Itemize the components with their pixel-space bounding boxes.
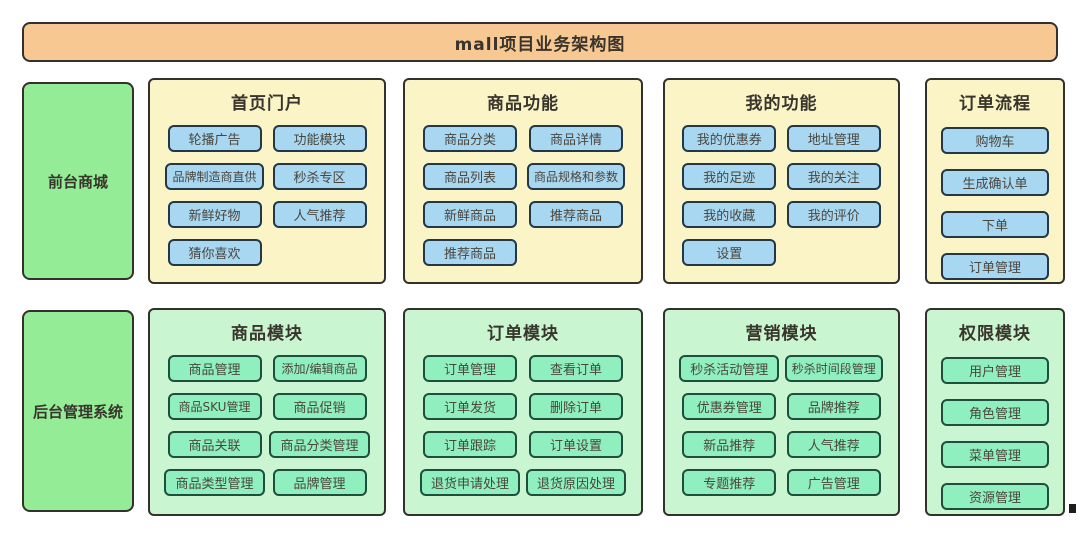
diagram-node: 我的收藏: [682, 201, 777, 228]
diagram-node: 购物车: [941, 127, 1049, 154]
diagram-node: 轮播广告: [167, 125, 262, 152]
diagram-node: 人气推荐: [786, 431, 881, 458]
diagram-title: mall项目业务架构图: [454, 34, 626, 55]
panel-body: 秒杀活动管理秒杀时间段管理优惠券管理品牌推荐新品推荐人气推荐专题推荐广告管理: [665, 344, 898, 496]
diagram-node: 品牌管理: [272, 469, 367, 496]
panel-body: 商品分类商品详情商品列表商品规格和参数新鲜商品推荐商品推荐商品: [405, 114, 641, 266]
diagram-node: 删除订单: [529, 393, 623, 420]
diagram-node: 品牌制造商直供: [165, 163, 264, 190]
diagram-node: 订单管理: [941, 253, 1049, 280]
diagram-node: 商品分类管理: [269, 431, 370, 458]
diagram-node: 推荐商品: [529, 201, 623, 228]
diagram-node: 我的关注: [786, 163, 881, 190]
diagram-node: 订单发货: [423, 393, 517, 420]
diagram-node: 商品规格和参数: [526, 163, 625, 190]
diagram-node: 专题推荐: [682, 469, 777, 496]
image-artifact: [1069, 504, 1076, 513]
diagram-node: 下单: [941, 211, 1049, 238]
panel-home-portal: 首页门户轮播广告功能模块品牌制造商直供秒杀专区新鲜好物人气推荐猜你喜欢: [148, 78, 386, 284]
diagram-title-banner: mall项目业务架构图: [22, 22, 1058, 62]
diagram-node: 资源管理: [941, 483, 1049, 510]
diagram-node: 我的评价: [786, 201, 881, 228]
diagram-node: 添加/编辑商品: [272, 355, 367, 382]
diagram-node: 新鲜商品: [423, 201, 517, 228]
frontend-row: 前台商城 首页门户轮播广告功能模块品牌制造商直供秒杀专区新鲜好物人气推荐猜你喜欢…: [0, 78, 1080, 284]
panel-order-flow: 订单流程购物车生成确认单下单订单管理: [925, 78, 1065, 284]
panel-title: 商品模块: [231, 324, 303, 344]
panel-order-module: 订单模块订单管理查看订单订单发货删除订单订单跟踪订单设置退货申请处理退货原因处理: [403, 308, 643, 516]
panel-permission-module: 权限模块用户管理角色管理菜单管理资源管理: [925, 308, 1065, 516]
row-label-text: 前台商城: [47, 172, 108, 191]
diagram-node: 推荐商品: [423, 239, 517, 266]
diagram-node: 商品管理: [167, 355, 262, 382]
panel-title: 权限模块: [959, 324, 1031, 344]
diagram-node: 退货原因处理: [525, 469, 626, 496]
panel-body: 我的优惠券地址管理我的足迹我的关注我的收藏我的评价设置: [665, 114, 898, 266]
diagram-node: 地址管理: [786, 125, 881, 152]
panel-title: 订单流程: [959, 94, 1031, 114]
diagram-node: 秒杀专区: [272, 163, 367, 190]
panel-body: 商品管理添加/编辑商品商品SKU管理商品促销商品关联商品分类管理商品类型管理品牌…: [150, 344, 384, 496]
diagram-node: 猜你喜欢: [167, 239, 262, 266]
diagram-node: 退货申请处理: [419, 469, 520, 496]
backend-row: 后台管理系统 商品模块商品管理添加/编辑商品商品SKU管理商品促销商品关联商品分…: [0, 308, 1080, 516]
panel-title: 营销模块: [745, 324, 818, 344]
diagram-node: 功能模块: [272, 125, 367, 152]
panel-title: 我的功能: [745, 94, 818, 114]
diagram-node: 查看订单: [529, 355, 623, 382]
diagram-node: 商品列表: [423, 163, 517, 190]
diagram-node: 优惠券管理: [682, 393, 777, 420]
row-label-backend-admin: 后台管理系统: [22, 310, 134, 512]
panel-product-features: 商品功能商品分类商品详情商品列表商品规格和参数新鲜商品推荐商品推荐商品: [403, 78, 643, 284]
diagram-node: 我的足迹: [682, 163, 777, 190]
diagram-node: 商品分类: [423, 125, 517, 152]
panel-product-module: 商品模块商品管理添加/编辑商品商品SKU管理商品促销商品关联商品分类管理商品类型…: [148, 308, 386, 516]
diagram-node: 品牌推荐: [786, 393, 881, 420]
diagram-node: 订单管理: [423, 355, 517, 382]
panel-body: 订单管理查看订单订单发货删除订单订单跟踪订单设置退货申请处理退货原因处理: [405, 344, 641, 496]
panel-title: 商品功能: [487, 94, 559, 114]
diagram-node: 角色管理: [941, 399, 1049, 426]
diagram-node: 秒杀时间段管理: [784, 355, 883, 382]
diagram-node: 商品SKU管理: [167, 393, 262, 420]
diagram-node: 我的优惠券: [682, 125, 777, 152]
panel-body: 轮播广告功能模块品牌制造商直供秒杀专区新鲜好物人气推荐猜你喜欢: [150, 114, 384, 266]
diagram-node: 订单设置: [529, 431, 623, 458]
diagram-node: 商品详情: [529, 125, 623, 152]
panel-title: 首页门户: [231, 94, 303, 114]
diagram-node: 商品关联: [167, 431, 262, 458]
diagram-node: 菜单管理: [941, 441, 1049, 468]
diagram-node: 设置: [682, 239, 777, 266]
diagram-node: 商品类型管理: [164, 469, 265, 496]
diagram-node: 用户管理: [941, 357, 1049, 384]
diagram-node: 人气推荐: [272, 201, 367, 228]
panel-my-features: 我的功能我的优惠券地址管理我的足迹我的关注我的收藏我的评价设置: [663, 78, 900, 284]
diagram-node: 秒杀活动管理: [679, 355, 780, 382]
row-label-text: 后台管理系统: [32, 402, 123, 421]
panel-body: 购物车生成确认单下单订单管理: [927, 114, 1063, 280]
panel-marketing-module: 营销模块秒杀活动管理秒杀时间段管理优惠券管理品牌推荐新品推荐人气推荐专题推荐广告…: [663, 308, 900, 516]
diagram-node: 广告管理: [786, 469, 881, 496]
diagram-node: 新品推荐: [682, 431, 777, 458]
panel-body: 用户管理角色管理菜单管理资源管理: [927, 344, 1063, 510]
row-label-frontend-mall: 前台商城: [22, 82, 134, 280]
diagram-node: 商品促销: [272, 393, 367, 420]
diagram-node: 生成确认单: [941, 169, 1049, 196]
diagram-node: 订单跟踪: [423, 431, 517, 458]
diagram-node: 新鲜好物: [167, 201, 262, 228]
panel-title: 订单模块: [487, 324, 559, 344]
